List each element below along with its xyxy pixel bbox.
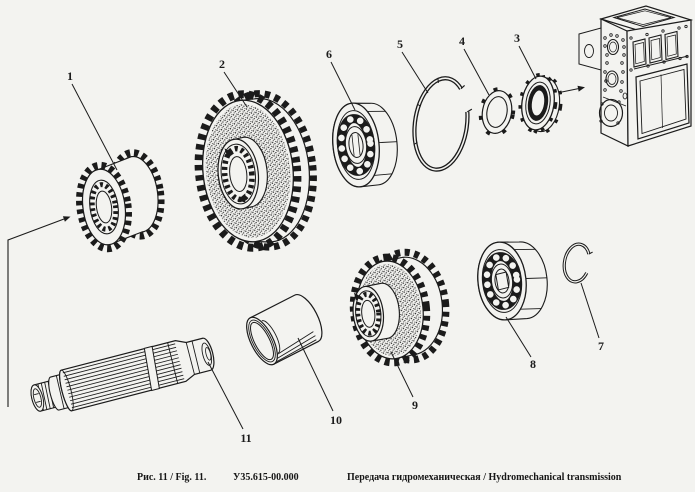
part-8-ball-bearing bbox=[477, 241, 548, 321]
callout-3-label: 3 bbox=[514, 31, 520, 45]
shaft-splines bbox=[62, 343, 185, 409]
part-2-gear bbox=[194, 90, 317, 252]
part-9-gear bbox=[349, 248, 450, 367]
part-7-snap-ring bbox=[562, 242, 593, 284]
caption-figure-label: Рис. 11 / Fig. 11. bbox=[137, 472, 207, 483]
assembly-arrow-gear1 bbox=[7, 216, 71, 407]
callout-9-label: 9 bbox=[412, 398, 418, 412]
part-5-snap-ring bbox=[412, 76, 473, 172]
transmission-housing bbox=[578, 5, 694, 147]
leader-7 bbox=[580, 282, 600, 339]
part-11-shaft bbox=[30, 337, 215, 412]
callout-1-label: 1 bbox=[67, 69, 73, 83]
callout-4-label: 4 bbox=[459, 34, 465, 48]
callout-labels: 1 2 3 4 5 6 7 8 9 10 11 bbox=[67, 31, 604, 445]
part-3-ring-nut bbox=[518, 72, 563, 135]
leader-8 bbox=[505, 316, 532, 358]
part-10-sleeve bbox=[246, 294, 323, 366]
leader-11 bbox=[207, 361, 244, 430]
callout-5-label: 5 bbox=[397, 37, 403, 51]
caption-title: Передача гидромеханическая / Hydromechan… bbox=[347, 472, 622, 483]
callout-2-label: 2 bbox=[219, 57, 225, 71]
leader-lines bbox=[71, 45, 600, 430]
caption-drawing-code: У35.615-00.000 bbox=[233, 472, 299, 483]
part-1-gear bbox=[76, 149, 165, 253]
leader-4 bbox=[463, 48, 490, 96]
leader-1 bbox=[71, 83, 118, 171]
leader-10 bbox=[297, 337, 334, 412]
callout-7-label: 7 bbox=[598, 339, 604, 353]
callout-6-label: 6 bbox=[326, 47, 332, 61]
part-4-lock-washer bbox=[478, 87, 516, 137]
bolt-holes-left-face bbox=[603, 33, 626, 93]
leader-3 bbox=[518, 45, 537, 80]
callout-8-label: 8 bbox=[530, 357, 536, 371]
leader-2 bbox=[223, 71, 248, 108]
leader-6 bbox=[330, 61, 356, 111]
callout-10-label: 10 bbox=[330, 413, 342, 427]
part-6-ball-bearing bbox=[332, 102, 398, 188]
leader-9 bbox=[390, 351, 414, 398]
leader-5 bbox=[401, 51, 429, 94]
callout-11-label: 11 bbox=[240, 431, 251, 445]
